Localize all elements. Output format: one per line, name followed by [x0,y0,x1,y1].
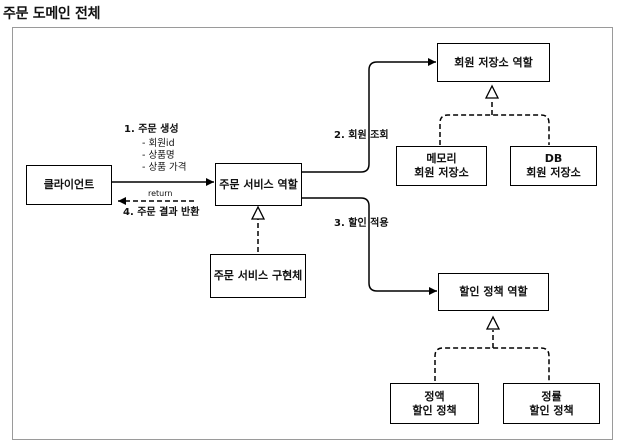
order-realization-triangle-icon [250,205,266,220]
create-order-items: - 회원id - 상품명 - 상품 가격 [142,138,186,174]
return-result-label: 4. 주문 결과 반환 [123,207,200,218]
discount-realization [434,347,550,381]
db-member-repository-box: DB 회원 저장소 [510,146,597,186]
return-label: return [148,189,173,198]
rate-discount-policy-box: 정률 할인 정책 [503,383,600,424]
order-service-impl-box: 주문 서비스 구현체 [210,254,306,298]
order-service-role-box: 주문 서비스 역할 [215,163,302,206]
client-box: 클라이언트 [26,165,112,205]
member-repository-role-box: 회원 저장소 역할 [437,43,550,82]
create-order-item: - 회원id [142,138,175,149]
apply-discount-arrow [302,197,437,295]
member-lookup-arrow [302,58,436,173]
create-order-item: - 상품 가격 [142,162,187,173]
member-lookup-label: 2. 회원 조회 [334,130,389,141]
page-title: 주문 도메인 전체 [3,6,101,22]
discount-policy-role-box: 할인 정책 역할 [438,273,549,311]
create-order-item: - 상품명 [142,150,175,161]
member-repo-realization [439,114,550,145]
fixed-discount-policy-box: 정액 할인 정책 [390,383,479,424]
diagram-frame [12,27,613,440]
member-repo-triangle-icon [484,84,500,99]
discount-triangle-icon [485,315,501,330]
create-order-label: 1. 주문 생성 [124,124,179,135]
apply-discount-label: 3. 할인 적용 [334,218,389,229]
memory-member-repository-box: 메모리 회원 저장소 [396,146,487,186]
